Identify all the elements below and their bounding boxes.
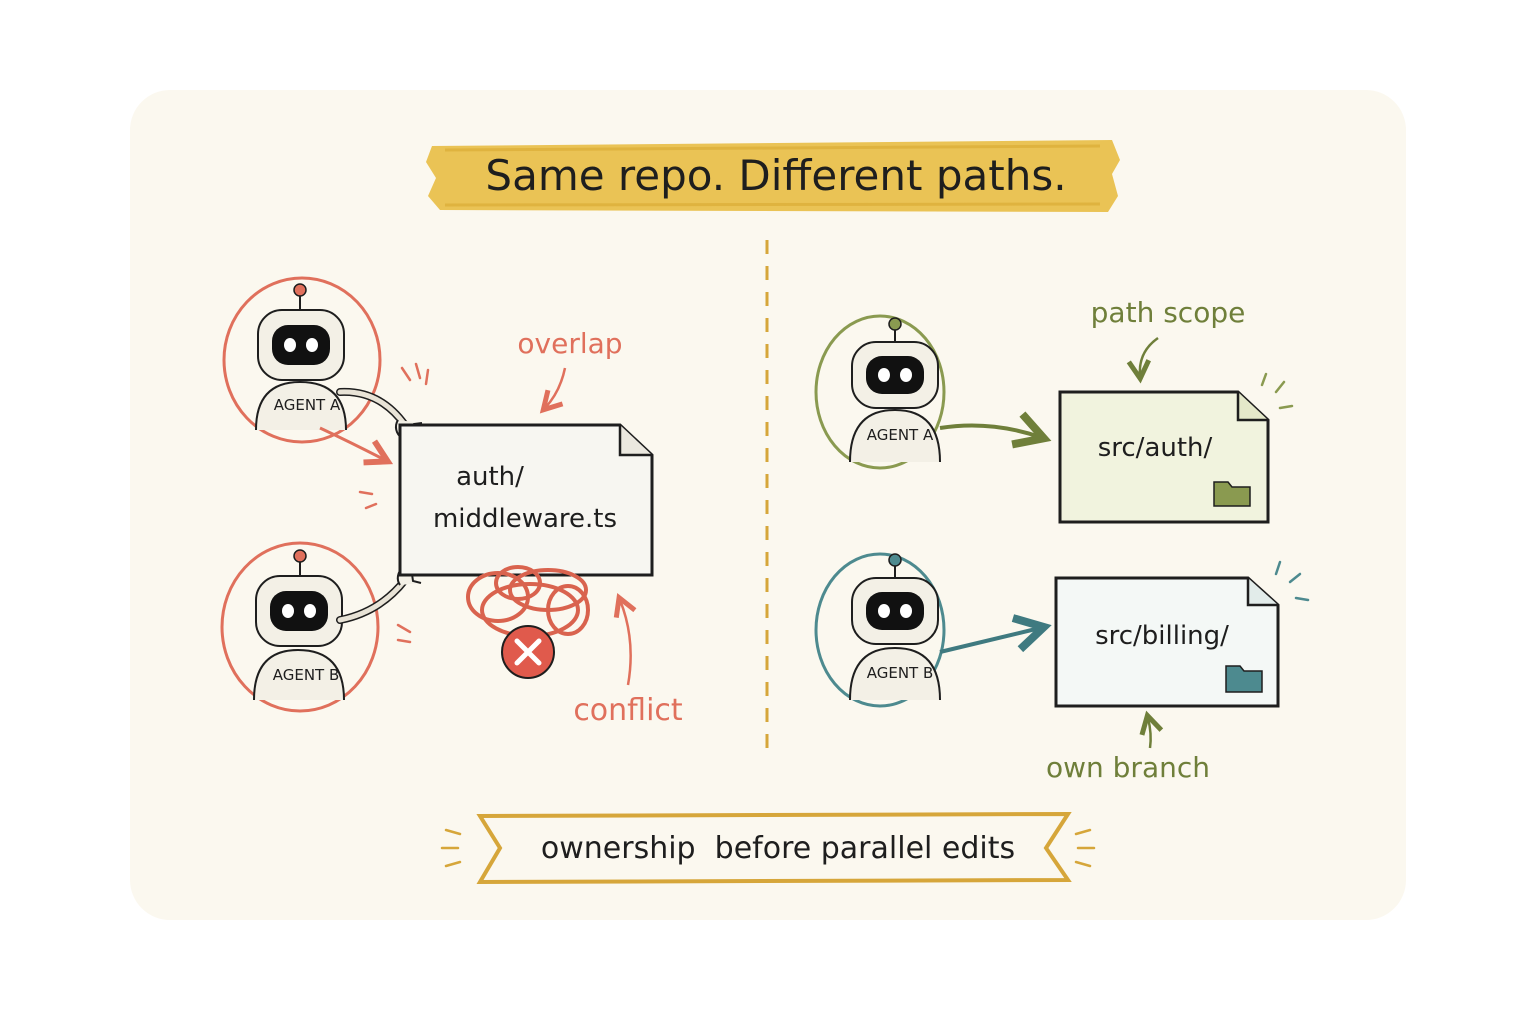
footer-ribbon: ownership before parallel edits — [440, 811, 1096, 885]
agent-a-to-file-arrow — [319, 426, 385, 460]
title-banner: Same repo. Different paths. — [426, 140, 1120, 212]
antenna-icon — [293, 283, 307, 297]
title-text: Same repo. Different paths. — [485, 151, 1066, 200]
conflict-label: conflict — [573, 693, 683, 728]
own-branch-arrow — [1148, 718, 1151, 749]
path-scope-label: path scope — [1091, 296, 1246, 329]
auth-file-path: src/auth/ — [1098, 433, 1213, 463]
right-agent-b-label: AGENT B — [867, 664, 934, 682]
conflict-arrow — [620, 600, 631, 686]
antenna-icon — [293, 549, 307, 563]
path-scope-arrow — [1140, 336, 1159, 376]
agent-b-to-billing-arrow — [939, 628, 1040, 654]
shared-file-line2: middleware.ts — [433, 504, 617, 534]
left-agent-a: AGENT A — [222, 276, 423, 444]
agent-a-to-auth-arrow — [939, 425, 1040, 437]
footer-text: ownership before parallel edits — [541, 831, 1015, 866]
own-branch-label: own branch — [1046, 751, 1210, 784]
tension-marks — [358, 362, 430, 644]
billing-file-card: src/billing/ — [1054, 576, 1280, 708]
right-agent-a: AGENT A — [814, 314, 946, 470]
left-agent-a-label: AGENT A — [274, 396, 341, 414]
tangle-knot-icon — [466, 565, 590, 638]
shared-file-line1: auth/ — [456, 462, 524, 492]
auth-file-card: src/auth/ — [1058, 390, 1270, 524]
antenna-icon — [888, 317, 902, 331]
right-agent-a-label: AGENT A — [867, 426, 934, 444]
overlap-label: overlap — [517, 327, 622, 360]
left-agent-b: AGENT B — [220, 541, 422, 713]
overlap-arrow — [545, 367, 567, 408]
antenna-icon — [888, 553, 902, 567]
sparkle-marks — [1260, 372, 1294, 410]
folder-icon — [1225, 665, 1263, 693]
sparkle-marks — [1274, 560, 1310, 602]
right-agent-b: AGENT B — [814, 552, 946, 708]
billing-file-path: src/billing/ — [1095, 621, 1229, 651]
left-agent-b-label: AGENT B — [273, 666, 340, 684]
shared-file-card: auth/ middleware.ts — [398, 423, 654, 577]
folder-icon — [1213, 481, 1251, 507]
